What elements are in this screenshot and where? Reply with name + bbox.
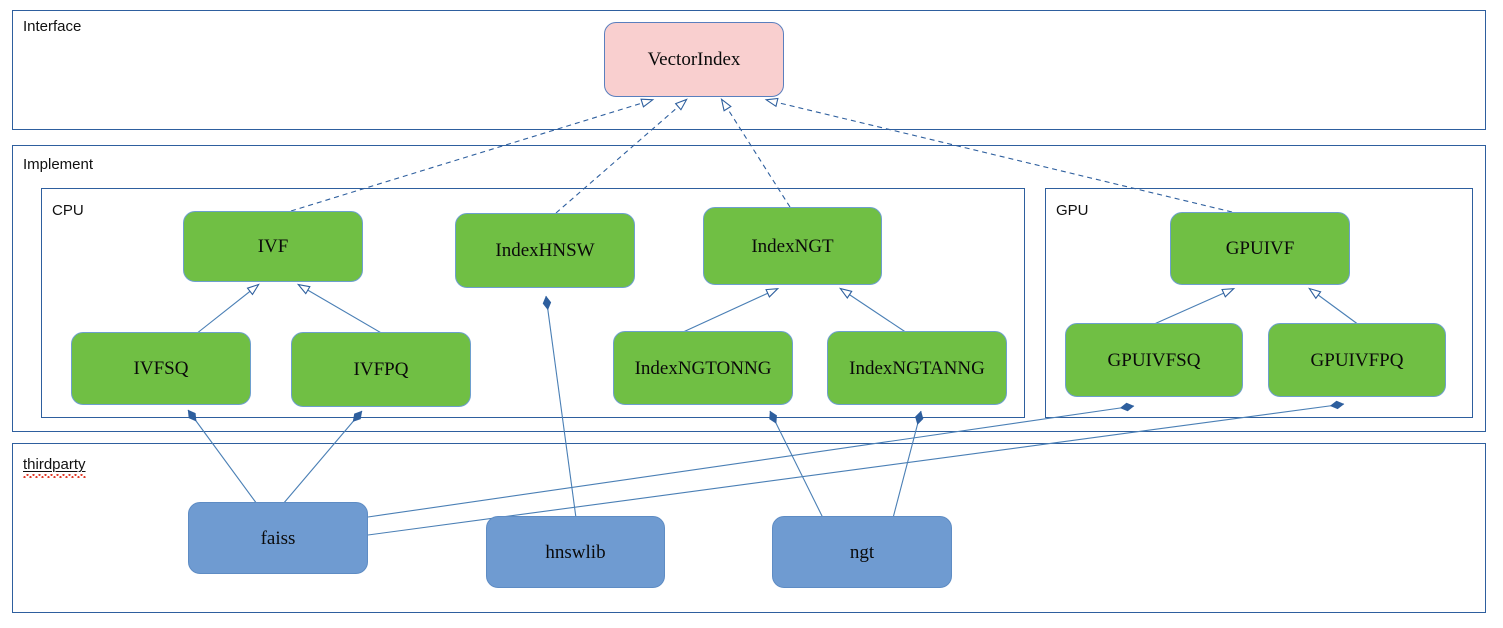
node-vectorindex[interactable]: VectorIndex bbox=[604, 22, 784, 97]
node-label-vectorindex: VectorIndex bbox=[647, 49, 741, 70]
node-ivfpq[interactable]: IVFPQ bbox=[291, 332, 471, 407]
frame-label-cpu: CPU bbox=[52, 202, 84, 219]
node-label-indexngtonng: IndexNGTONNG bbox=[634, 357, 772, 379]
node-ivfsq[interactable]: IVFSQ bbox=[71, 332, 251, 405]
node-label-faiss: faiss bbox=[260, 527, 296, 549]
node-ngt[interactable]: ngt bbox=[772, 516, 952, 588]
frame-label-interface: Interface bbox=[23, 18, 82, 35]
node-label-gpuivfsq: GPUIVFSQ bbox=[1107, 349, 1201, 371]
node-label-ivf: IVF bbox=[257, 236, 289, 257]
node-gpuivfsq[interactable]: GPUIVFSQ bbox=[1065, 323, 1243, 397]
frame-label-implement: Implement bbox=[23, 156, 94, 173]
frame-label-thirdparty: thirdparty bbox=[23, 456, 86, 478]
node-faiss[interactable]: faiss bbox=[188, 502, 368, 574]
node-label-ivfpq: IVFPQ bbox=[353, 359, 409, 380]
node-indexngt[interactable]: IndexNGT bbox=[703, 207, 882, 285]
node-label-ivfsq: IVFSQ bbox=[133, 358, 189, 379]
node-indexngtonng[interactable]: IndexNGTONNG bbox=[613, 331, 793, 405]
node-label-gpuivfpq: GPUIVFPQ bbox=[1310, 349, 1404, 371]
node-label-indexngtanng: IndexNGTANNG bbox=[849, 357, 985, 379]
frame-label-thirdparty-text: thirdparty bbox=[23, 456, 86, 478]
node-indexngtanng[interactable]: IndexNGTANNG bbox=[827, 331, 1007, 405]
node-label-indexngt: IndexNGT bbox=[751, 235, 834, 257]
node-label-gpuivf: GPUIVF bbox=[1225, 238, 1295, 259]
node-gpuivfpq[interactable]: GPUIVFPQ bbox=[1268, 323, 1446, 397]
node-indexhnsw[interactable]: IndexHNSW bbox=[455, 213, 635, 288]
node-label-hnswlib: hnswlib bbox=[545, 541, 606, 563]
node-label-indexhnsw: IndexHNSW bbox=[495, 240, 595, 261]
node-gpuivf[interactable]: GPUIVF bbox=[1170, 212, 1350, 285]
node-ivf[interactable]: IVF bbox=[183, 211, 363, 282]
node-hnswlib[interactable]: hnswlib bbox=[486, 516, 665, 588]
node-label-ngt: ngt bbox=[849, 541, 875, 563]
frame-label-gpu: GPU bbox=[1056, 202, 1089, 219]
